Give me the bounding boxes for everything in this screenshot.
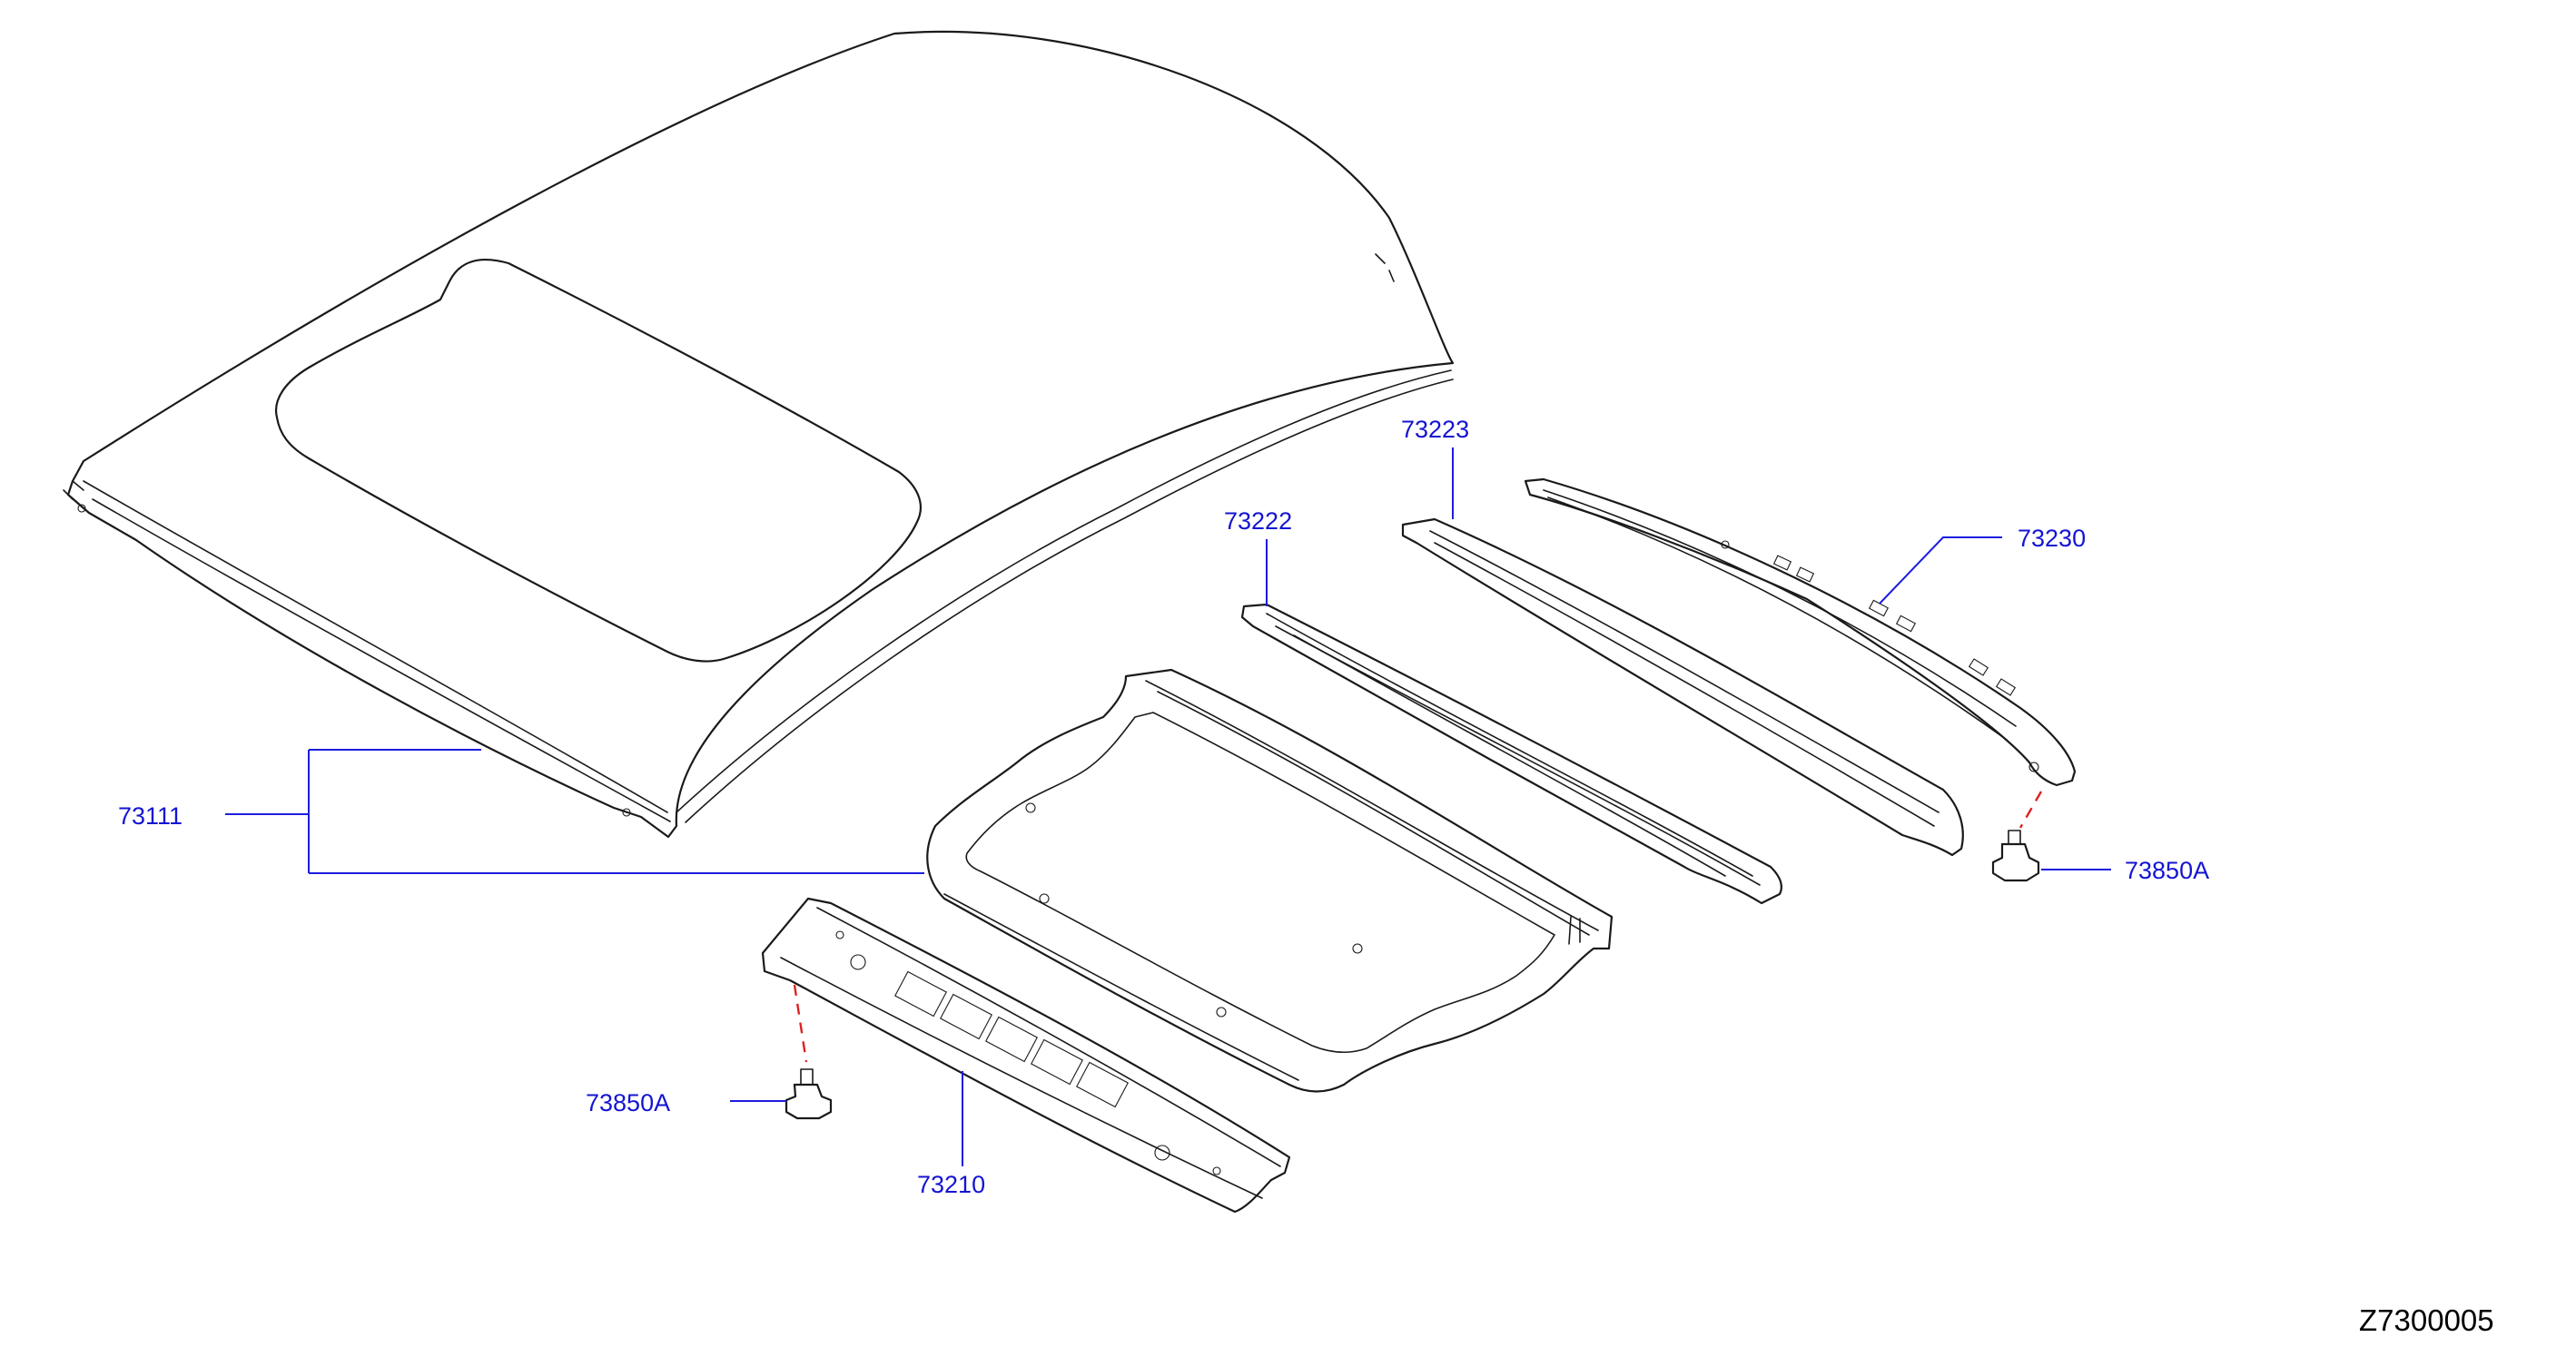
callout-73222: 73222 xyxy=(1224,507,1292,535)
roof-panel xyxy=(63,30,1455,839)
roof-bow xyxy=(1524,477,2077,787)
callout-73111: 73111 xyxy=(118,802,183,830)
sunroof-frame xyxy=(926,668,1614,1093)
install-line-left xyxy=(793,984,808,1063)
leader-73230 xyxy=(1879,536,2002,605)
clip-right xyxy=(1991,830,2040,882)
diagram-reference-code: Z7300005 xyxy=(2359,1303,2494,1337)
callout-73223: 73223 xyxy=(1401,416,1469,443)
rear-rail xyxy=(1240,603,1783,905)
callout-73850A-right: 73850A xyxy=(2125,857,2209,884)
install-line-right xyxy=(2018,791,2043,829)
callout-73850A-left: 73850A xyxy=(586,1089,670,1116)
callout-73210: 73210 xyxy=(917,1171,985,1198)
center-rail xyxy=(761,897,1291,1214)
leader-73111 xyxy=(225,749,924,874)
callout-73230: 73230 xyxy=(2018,525,2086,552)
front-rail xyxy=(1401,517,1964,857)
clip-left xyxy=(785,1068,833,1120)
